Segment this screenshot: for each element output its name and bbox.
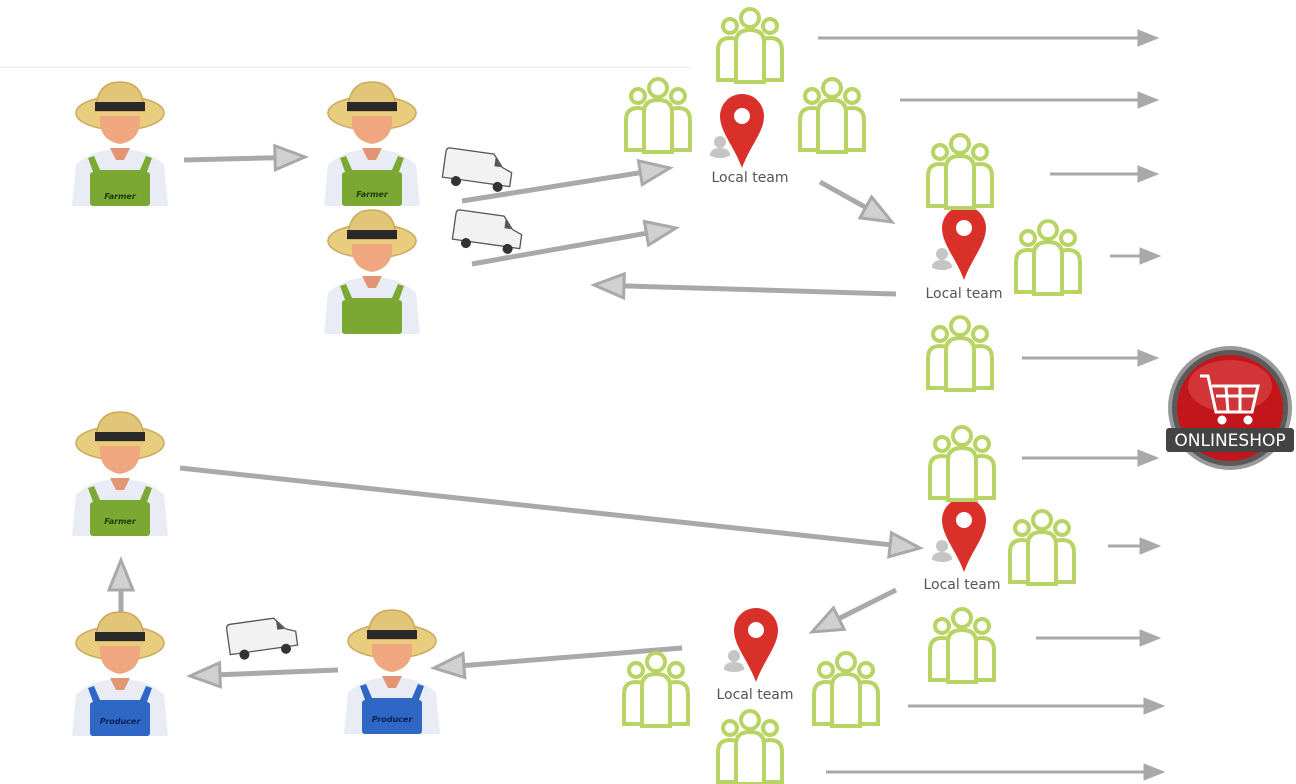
arrow-head bbox=[857, 194, 896, 224]
customer-group-icon bbox=[926, 315, 994, 392]
arrow-head bbox=[808, 605, 847, 634]
flow-arrow bbox=[471, 230, 647, 267]
customer-group-icon bbox=[624, 77, 692, 154]
farmer-figure bbox=[71, 81, 169, 207]
local-team-label: Local team bbox=[925, 286, 1002, 302]
customer-group-icon bbox=[1008, 509, 1076, 586]
online-shop-badge: ONLINESHOP bbox=[1166, 346, 1294, 470]
local-team-label: Local team bbox=[923, 577, 1000, 593]
van-icon bbox=[440, 146, 515, 195]
arrow-head bbox=[1143, 697, 1166, 715]
customer-group-icon bbox=[928, 607, 996, 684]
customer-group-icon bbox=[798, 77, 866, 154]
arrow-head bbox=[429, 651, 467, 680]
producer-apron-label: Producer bbox=[372, 715, 414, 724]
customer-group-icon bbox=[928, 425, 996, 502]
farmer-apron-label: Farmer bbox=[104, 192, 137, 201]
arrow-head bbox=[887, 530, 925, 559]
flow-arrow bbox=[623, 283, 897, 297]
arrow-head bbox=[106, 555, 136, 592]
location-pin-icon bbox=[710, 94, 764, 168]
arrow-head bbox=[1143, 763, 1166, 781]
customer-group-icon bbox=[812, 651, 880, 728]
arrow-head bbox=[1137, 91, 1160, 109]
arrow-head bbox=[185, 660, 223, 689]
top-divider-line bbox=[0, 67, 690, 68]
customer-group-icon bbox=[1014, 219, 1082, 296]
farmer-apron-label: Farmer bbox=[104, 517, 137, 526]
flow-arrow bbox=[461, 170, 641, 204]
flow-arrow bbox=[219, 667, 339, 678]
local-team-label: Local team bbox=[716, 687, 793, 703]
location-pin-icon bbox=[932, 498, 986, 572]
customer-group-icon bbox=[622, 651, 690, 728]
local-team-label: Local team bbox=[711, 170, 788, 186]
arrow-head bbox=[273, 143, 310, 172]
farmer-figure bbox=[323, 81, 421, 207]
arrow-head bbox=[1139, 629, 1162, 647]
van-icon bbox=[450, 208, 525, 257]
customer-group-icon bbox=[716, 7, 784, 84]
customer-group-icon bbox=[716, 709, 784, 784]
flow-arrow bbox=[837, 587, 898, 621]
location-pin-icon bbox=[724, 608, 778, 682]
location-pin-icon bbox=[932, 206, 986, 280]
arrow-head bbox=[642, 219, 680, 248]
arrow-head bbox=[1137, 449, 1160, 467]
producer-apron-label: Producer bbox=[100, 717, 142, 726]
van-icon bbox=[225, 614, 300, 663]
flow-arrow bbox=[183, 155, 276, 163]
farmer-figure bbox=[323, 209, 421, 335]
arrow-head bbox=[1139, 247, 1162, 265]
online-shop-label: ONLINESHOP bbox=[1174, 431, 1285, 451]
customer-group-icon bbox=[926, 133, 994, 210]
arrow-head bbox=[1137, 165, 1160, 183]
farmer-apron-label: Farmer bbox=[356, 190, 389, 199]
flow-arrow bbox=[179, 465, 891, 548]
arrow-head bbox=[636, 158, 674, 187]
shopping-cart-icon bbox=[1200, 374, 1260, 425]
flow-arrow bbox=[463, 645, 683, 669]
arrow-head bbox=[1137, 29, 1160, 47]
arrow-head bbox=[589, 271, 626, 301]
arrow-head bbox=[1137, 349, 1160, 367]
flow-arrow bbox=[818, 179, 867, 210]
flow-arrows bbox=[106, 29, 1166, 781]
arrow-head bbox=[1139, 537, 1162, 555]
